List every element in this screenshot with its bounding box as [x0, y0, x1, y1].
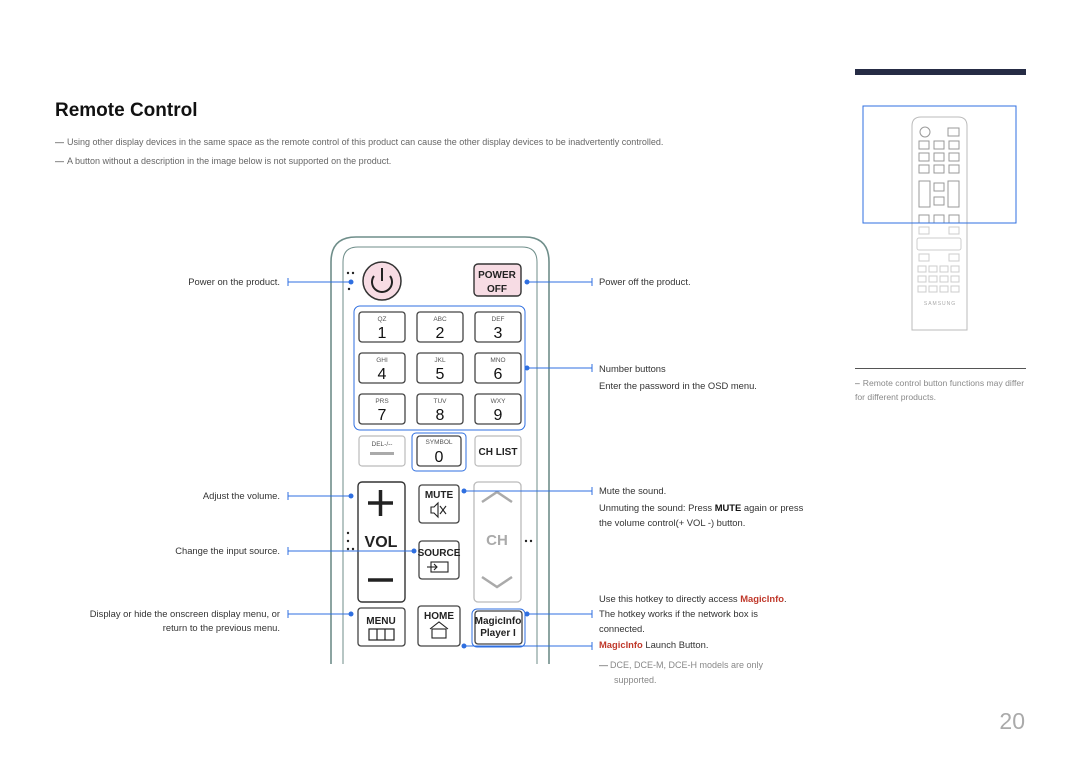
number-key-digit: 5 [436, 366, 445, 383]
mute-button[interactable]: MUTE [418, 484, 460, 524]
number-key-1[interactable]: QZ 1 [358, 311, 406, 343]
header-accent-bar [855, 69, 1026, 75]
remote-body-inner [342, 246, 538, 664]
number-key-8[interactable]: TUV 8 [416, 393, 464, 425]
channel-rocker[interactable]: CH [473, 481, 522, 603]
number-key-letters: ABC [433, 316, 447, 323]
number-key-7[interactable]: PRS 7 [358, 393, 406, 425]
del-label: DEL-/-- [372, 441, 393, 448]
number-key-digit: 9 [494, 407, 503, 424]
ch-list-button[interactable]: CH LIST [474, 435, 522, 467]
number-key-digit: 3 [494, 325, 503, 342]
callout-power-on: Power on the product. [188, 276, 280, 287]
zero-digit: 0 [435, 449, 444, 466]
number-key-9[interactable]: WXY 9 [474, 393, 522, 425]
number-key-digit: 4 [378, 366, 387, 383]
home-icon [429, 621, 449, 639]
number-key-letters: JKL [434, 357, 446, 364]
number-key-letters: WXY [491, 398, 506, 405]
symbol-highlight [411, 432, 467, 472]
power-off-label-2: OFF [487, 284, 507, 295]
power-off-label-1: POWER [478, 270, 517, 281]
callout-menu: Display or hide the onscreen display men… [89, 608, 280, 633]
number-key-letters: PRS [375, 398, 389, 405]
callout-numbers: Number buttons Enter the password in the… [599, 363, 757, 391]
callout-volume: Adjust the volume. [202, 490, 280, 501]
home-label: HOME [424, 611, 454, 622]
page-title: Remote Control [55, 100, 198, 121]
speaker-mute-icon [430, 501, 447, 519]
remote-body-outer [330, 236, 550, 664]
del-button[interactable]: DEL-/-- [358, 435, 406, 467]
menu-grid-icon [368, 628, 395, 641]
callout-power-off: Power off the product. [599, 276, 691, 287]
number-key-2[interactable]: ABC 2 [416, 311, 464, 343]
input-source-icon [427, 561, 449, 573]
power-on-button[interactable] [362, 261, 402, 301]
number-key-3[interactable]: DEF 3 [474, 311, 522, 343]
dots-icon [346, 271, 355, 291]
magicinfo-highlight [471, 608, 526, 648]
symbol-label: SYMBOL [425, 439, 452, 446]
mute-label: MUTE [425, 490, 454, 501]
ch-dots-icon [524, 539, 533, 543]
menu-label: MENU [366, 616, 395, 627]
number-key-5[interactable]: JKL 5 [416, 352, 464, 384]
sidebar-divider [855, 368, 1026, 369]
callout-lines [287, 278, 593, 650]
volume-rocker[interactable] [357, 481, 406, 603]
magicinfo-label-1: MagicInfo [475, 616, 522, 627]
power-off-button[interactable]: POWER OFF [473, 263, 522, 297]
number-key-letters: QZ [377, 316, 386, 323]
number-key-digit: 1 [378, 325, 387, 342]
number-key-digit: 7 [378, 407, 387, 424]
magicinfo-button[interactable]: MagicInfo Player I [474, 610, 523, 645]
vol-label: VOL [365, 534, 398, 551]
source-button[interactable]: SOURCE [418, 540, 461, 580]
ch-label: CH [486, 532, 508, 549]
sidebar-note: –Remote control button functions may dif… [855, 378, 1025, 402]
callout-mute: Mute the sound. Unmuting the sound: Pres… [599, 485, 804, 528]
callout-source: Change the input source. [175, 545, 280, 556]
zero-button[interactable]: SYMBOL 0 [416, 435, 462, 467]
vol-dots-icon [346, 531, 355, 551]
number-key-digit: 2 [436, 325, 445, 342]
number-key-6[interactable]: MNO 6 [474, 352, 522, 384]
mini-brand: SAMSUNG [924, 301, 956, 307]
note-interference: —Using other display devices in the same… [55, 137, 664, 147]
note-unsupported: —A button without a description in the i… [55, 156, 392, 166]
callout-magicinfo: Use this hotkey to directly access Magic… [599, 593, 787, 650]
page-number: 20 [999, 708, 1025, 734]
number-key-letters: TUV [434, 398, 448, 405]
number-key-letters: MNO [490, 357, 505, 364]
magicinfo-model-note: —DCE, DCE-M, DCE-H models are only suppo… [599, 660, 764, 685]
number-key-letters: GHI [376, 357, 388, 364]
menu-button[interactable]: MENU [357, 607, 406, 647]
ch-list-label: CH LIST [479, 447, 518, 458]
home-button[interactable]: HOME [417, 605, 461, 647]
number-key-digit: 6 [494, 366, 503, 383]
mini-highlight-box [862, 105, 1017, 224]
number-key-4[interactable]: GHI 4 [358, 352, 406, 384]
source-label: SOURCE [418, 548, 461, 559]
number-key-digit: 8 [436, 407, 445, 424]
magicinfo-label-2: Player I [480, 628, 516, 639]
number-key-letters: DEF [492, 316, 505, 323]
